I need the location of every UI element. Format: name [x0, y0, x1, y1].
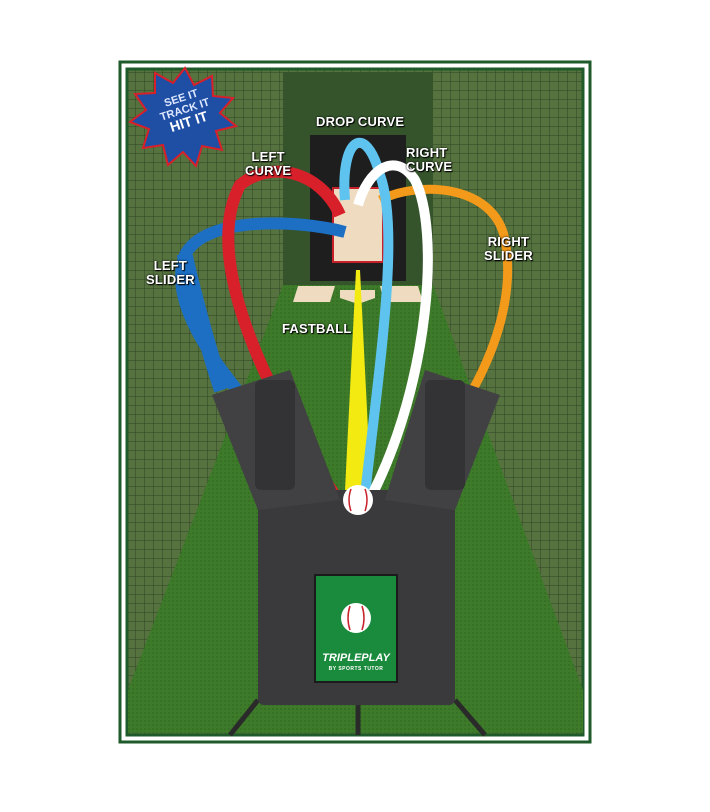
baseball-icon [343, 485, 373, 515]
right-curve-trail [353, 160, 433, 498]
drop-curve-trail [339, 137, 394, 496]
label-fastball: FASTBALL [282, 321, 352, 336]
brand-name: TRIPLEPLAY [322, 652, 390, 664]
label-text: RIGHT [406, 145, 448, 160]
label-right-slider: RIGHT SLIDER [484, 235, 533, 263]
label-drop-curve: DROP CURVE [316, 114, 405, 129]
label-text: SLIDER [146, 272, 195, 287]
label-left-slider: LEFT SLIDER [146, 259, 195, 287]
pitching-machine [212, 370, 500, 737]
label-text: CURVE [245, 163, 292, 178]
logo-baseball-icon [341, 603, 371, 633]
fastball-trail [345, 270, 371, 490]
label-text: LEFT [153, 258, 188, 273]
label-left-curve: LEFT CURVE [245, 150, 291, 178]
batter-box-left [293, 286, 335, 302]
starburst-badge [127, 66, 239, 168]
label-text: CURVE [406, 159, 453, 174]
brand-subtitle: BY SPORTS TUTOR [328, 666, 384, 672]
label-text: RIGHT [487, 234, 530, 249]
label-right-curve: RIGHT CURVE [406, 146, 452, 174]
label-text: LEFT [251, 149, 285, 164]
label-text: SLIDER [484, 248, 533, 263]
